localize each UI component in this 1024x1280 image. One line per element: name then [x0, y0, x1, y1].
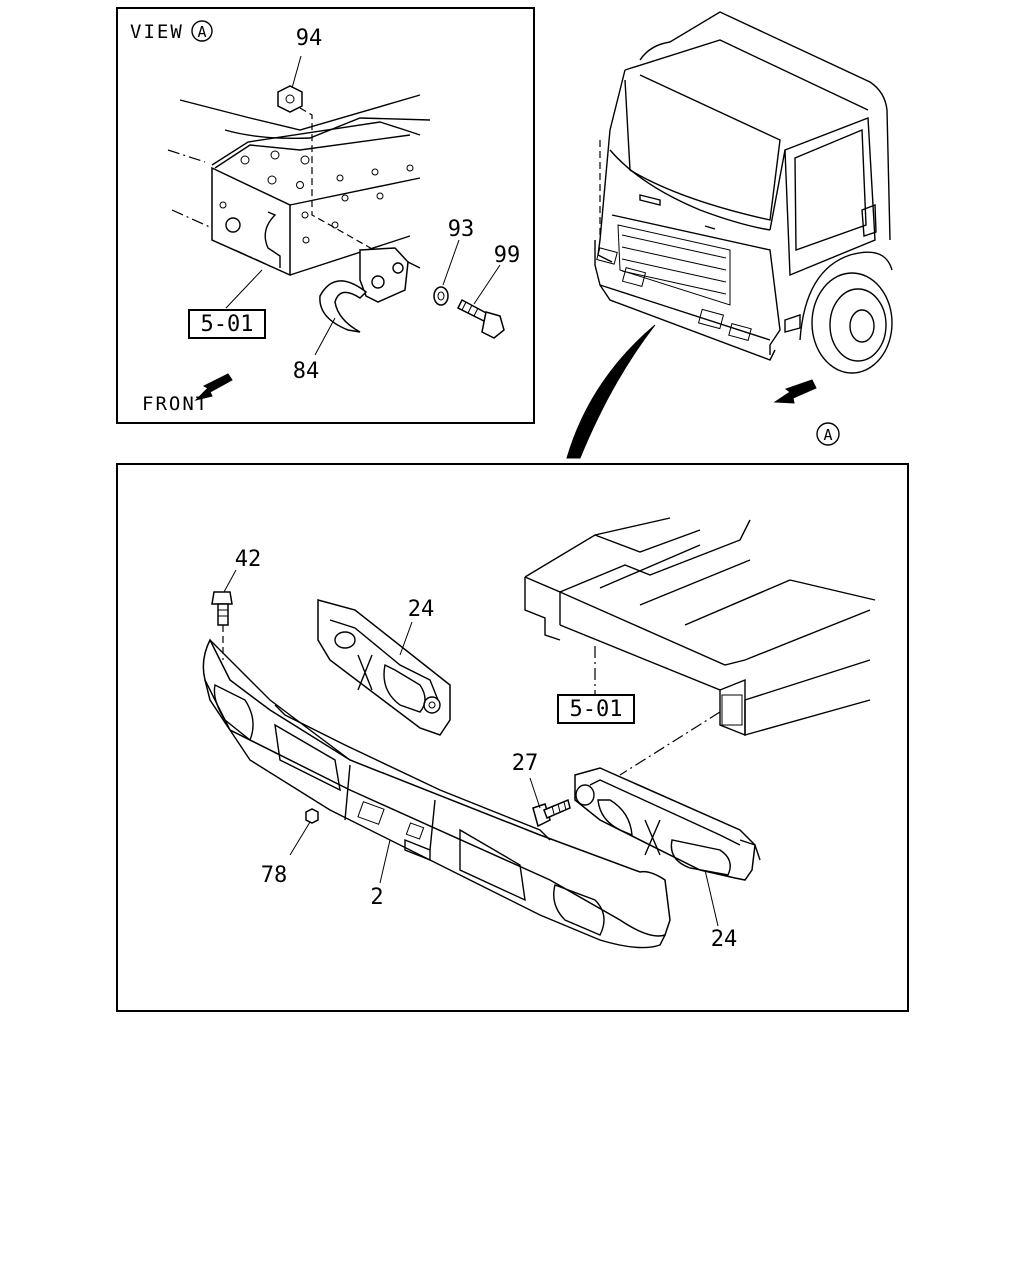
- callout-99: 99: [494, 243, 521, 268]
- detail-sweep: [566, 324, 656, 459]
- bolt-27: [532, 798, 571, 828]
- main-frame: [116, 463, 909, 1012]
- ref-box-5-01: 5-01: [201, 312, 254, 337]
- callout-93: 93: [448, 217, 475, 242]
- callout-2: 2: [370, 885, 383, 910]
- nut-78: [305, 808, 319, 824]
- bracket-24-left: [317, 599, 451, 736]
- view-marker: A: [197, 23, 206, 41]
- callout-94: 94: [296, 26, 323, 51]
- callout-84: 84: [293, 359, 320, 384]
- cab-marker: A: [823, 426, 832, 444]
- bracket-24-right: [574, 767, 761, 881]
- frame-rail: [167, 94, 431, 277]
- bolt-42: [211, 591, 233, 660]
- callout-78: 78: [261, 863, 288, 888]
- cab-marker-circle: [816, 422, 840, 446]
- ref-box-frame-main: [557, 694, 635, 724]
- bumper-2: [202, 638, 671, 949]
- washer-93: [433, 286, 449, 306]
- view-a-frame: [116, 7, 535, 424]
- callout-24-right: 24: [711, 927, 738, 952]
- ref-box-frame: [188, 309, 266, 339]
- truck-cab: [594, 11, 893, 374]
- chassis-frame: [524, 517, 876, 776]
- front-label: FRONT: [142, 393, 209, 415]
- callout-27: 27: [512, 751, 539, 776]
- nut-94: [277, 85, 303, 113]
- hook-84: [319, 247, 421, 333]
- view-marker-circle: [191, 20, 213, 42]
- view-a-arrow-icon: [773, 379, 817, 404]
- ref-box-5-01-main: 5-01: [570, 697, 623, 722]
- view-title: VIEW: [130, 21, 184, 43]
- view-a-panel: VIEW A: [116, 7, 535, 424]
- front-arrow-icon: [194, 373, 233, 401]
- callout-42: 42: [235, 547, 262, 572]
- main-panel: 5-01: [116, 463, 909, 1012]
- callout-24-left: 24: [408, 597, 435, 622]
- bolt-99: [456, 298, 505, 339]
